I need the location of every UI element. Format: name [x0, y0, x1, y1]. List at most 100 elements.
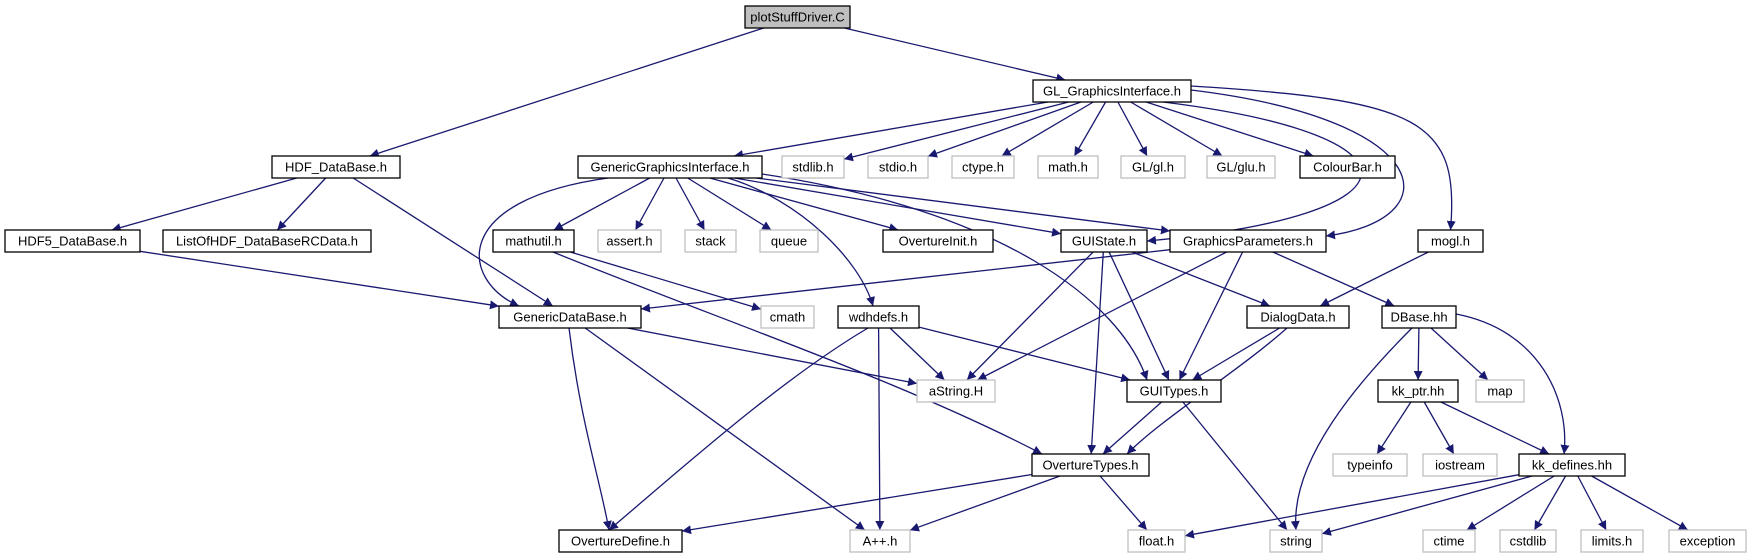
- node-GLgl: GL/gl.h: [1120, 155, 1186, 179]
- node-label: GenericGraphicsInterface.h: [591, 159, 750, 174]
- node-box: [684, 229, 737, 253]
- edge-GraphicsParameters-to-GUITypes: [1178, 251, 1244, 381]
- node-ctype: ctype.h: [951, 155, 1015, 179]
- node-label: float.h: [1139, 533, 1174, 548]
- node-box: [759, 229, 819, 253]
- edge-line: [889, 327, 945, 381]
- edge-GraphicsParameters-to-GenericDataBase: [640, 249, 1171, 313]
- edge-GenericGraphicsInterface-to-GUIState: [734, 177, 1062, 237]
- node-ListOfHDF[interactable]: ListOfHDF_DataBaseRCData.h: [162, 229, 372, 253]
- edge-HDF_DataBase-to-HDF5_DataBase: [111, 177, 297, 232]
- node-box: [1381, 305, 1457, 329]
- node-HDF5_DataBase[interactable]: HDF5_DataBase.h: [4, 229, 141, 253]
- edge-GL_GraphicsInterface-to-stdio: [927, 101, 1082, 158]
- node-ColourBar[interactable]: ColourBar.h: [1299, 155, 1396, 179]
- edge-wdhdefs-to-aString: [889, 327, 945, 381]
- edge-line: [727, 177, 875, 307]
- node-box: [916, 379, 996, 403]
- edge-GL_GraphicsInterface-to-GraphicsParameters: [1190, 89, 1405, 240]
- node-kk_ptr[interactable]: kk_ptr.hh: [1377, 379, 1459, 403]
- node-plotStuffDriver[interactable]: plotStuffDriver.C: [744, 5, 851, 29]
- node-label: kk_defines.hh: [1532, 457, 1612, 472]
- edge-line: [568, 327, 612, 531]
- edge-line: [1290, 327, 1413, 531]
- node-stdlib: stdlib.h: [781, 155, 845, 179]
- node-label: aString.H: [929, 383, 983, 398]
- edge-GUITypes-to-string: [1182, 401, 1288, 531]
- node-mathutil[interactable]: mathutil.h: [492, 229, 575, 253]
- edge-line: [843, 101, 1069, 162]
- node-box: [1120, 155, 1186, 179]
- edge-line: [1466, 475, 1555, 531]
- node-GUIState[interactable]: GUIState.h: [1060, 229, 1148, 253]
- node-GenericGraphicsInterface[interactable]: GenericGraphicsInterface.h: [577, 155, 763, 179]
- edge-kk_defines-to-float: [1184, 474, 1520, 539]
- edge-OvertureTypes-to-Aplusplus: [909, 475, 1061, 532]
- node-kk_defines[interactable]: kk_defines.hh: [1518, 453, 1626, 477]
- node-label: GL_GraphicsInterface.h: [1043, 83, 1181, 98]
- node-GenericDataBase[interactable]: GenericDataBase.h: [498, 305, 642, 329]
- edge-line: [1192, 327, 1280, 381]
- edge-line: [369, 27, 764, 158]
- edge-GL_GraphicsInterface-to-stdlib: [843, 101, 1069, 162]
- edge-GUIState-to-DialogData: [1131, 251, 1271, 307]
- edges-layer: [111, 27, 1689, 539]
- edge-line: [1533, 475, 1567, 531]
- edge-line: [734, 177, 1062, 237]
- node-math: math.h: [1037, 155, 1099, 179]
- node-GL_GraphicsInterface[interactable]: GL_GraphicsInterface.h: [1032, 79, 1192, 103]
- node-box: [1031, 453, 1150, 477]
- node-iostream: iostream: [1422, 453, 1498, 477]
- edge-line: [1190, 85, 1456, 231]
- edge-line: [1319, 251, 1429, 307]
- edge-line: [584, 327, 866, 531]
- node-label: OvertureInit.h: [899, 233, 978, 248]
- node-box: [1246, 305, 1350, 329]
- edge-line: [1376, 401, 1412, 455]
- edge-line: [1321, 475, 1533, 536]
- node-label: GenericDataBase.h: [513, 309, 626, 324]
- node-box: [1299, 155, 1396, 179]
- edge-line: [478, 177, 609, 307]
- node-OvertureDefine[interactable]: OvertureDefine.h: [558, 529, 683, 553]
- node-box: [1127, 529, 1186, 553]
- node-box: [882, 229, 994, 253]
- edge-line: [276, 177, 327, 231]
- edge-line: [733, 101, 1049, 159]
- edge-DBase-to-string: [1290, 327, 1413, 531]
- edge-GL_GraphicsInterface-to-ColourBar: [1145, 101, 1314, 158]
- edge-wdhdefs-to-GUITypes: [918, 326, 1131, 383]
- node-DBase[interactable]: DBase.hh: [1381, 305, 1457, 329]
- node-HDF_DataBase[interactable]: HDF_DataBase.h: [271, 155, 401, 179]
- node-label: string: [1280, 533, 1312, 548]
- edge-plotStuffDriver-to-GL_GraphicsInterface: [844, 27, 1066, 83]
- edge-GL_GraphicsInterface-to-ctype: [1001, 101, 1094, 157]
- edge-GL_GraphicsInterface-to-GLgl: [1117, 101, 1148, 157]
- edge-line: [1440, 401, 1550, 455]
- edge-line: [977, 251, 1227, 381]
- edge-line: [139, 250, 500, 310]
- edge-GenericDataBase-to-aString: [627, 327, 918, 387]
- edge-line: [1190, 89, 1405, 240]
- node-OvertureInit[interactable]: OvertureInit.h: [882, 229, 994, 253]
- node-box: [867, 155, 929, 179]
- node-label: ctype.h: [962, 159, 1004, 174]
- node-GUITypes[interactable]: GUITypes.h: [1126, 379, 1222, 403]
- node-OvertureTypes[interactable]: OvertureTypes.h: [1031, 453, 1150, 477]
- node-GLglu: GL/glu.h: [1206, 155, 1276, 179]
- node-box: [1032, 79, 1192, 103]
- node-box: [1422, 529, 1476, 553]
- edge-kk_defines-to-exception: [1591, 475, 1689, 531]
- node-label: math.h: [1048, 159, 1088, 174]
- node-queue: queue: [759, 229, 819, 253]
- node-wdhdefs[interactable]: wdhdefs.h: [837, 305, 920, 329]
- edge-line: [1108, 251, 1170, 381]
- node-label: mathutil.h: [505, 233, 561, 248]
- node-mogl[interactable]: mogl.h: [1417, 229, 1484, 253]
- node-GraphicsParameters[interactable]: GraphicsParameters.h: [1169, 229, 1327, 253]
- edge-GenericGraphicsInterface-to-assert: [634, 177, 665, 231]
- node-DialogData[interactable]: DialogData.h: [1246, 305, 1350, 329]
- node-box: [1377, 379, 1459, 403]
- edge-line: [1577, 475, 1607, 531]
- edge-DBase-to-kk_defines: [1455, 313, 1570, 455]
